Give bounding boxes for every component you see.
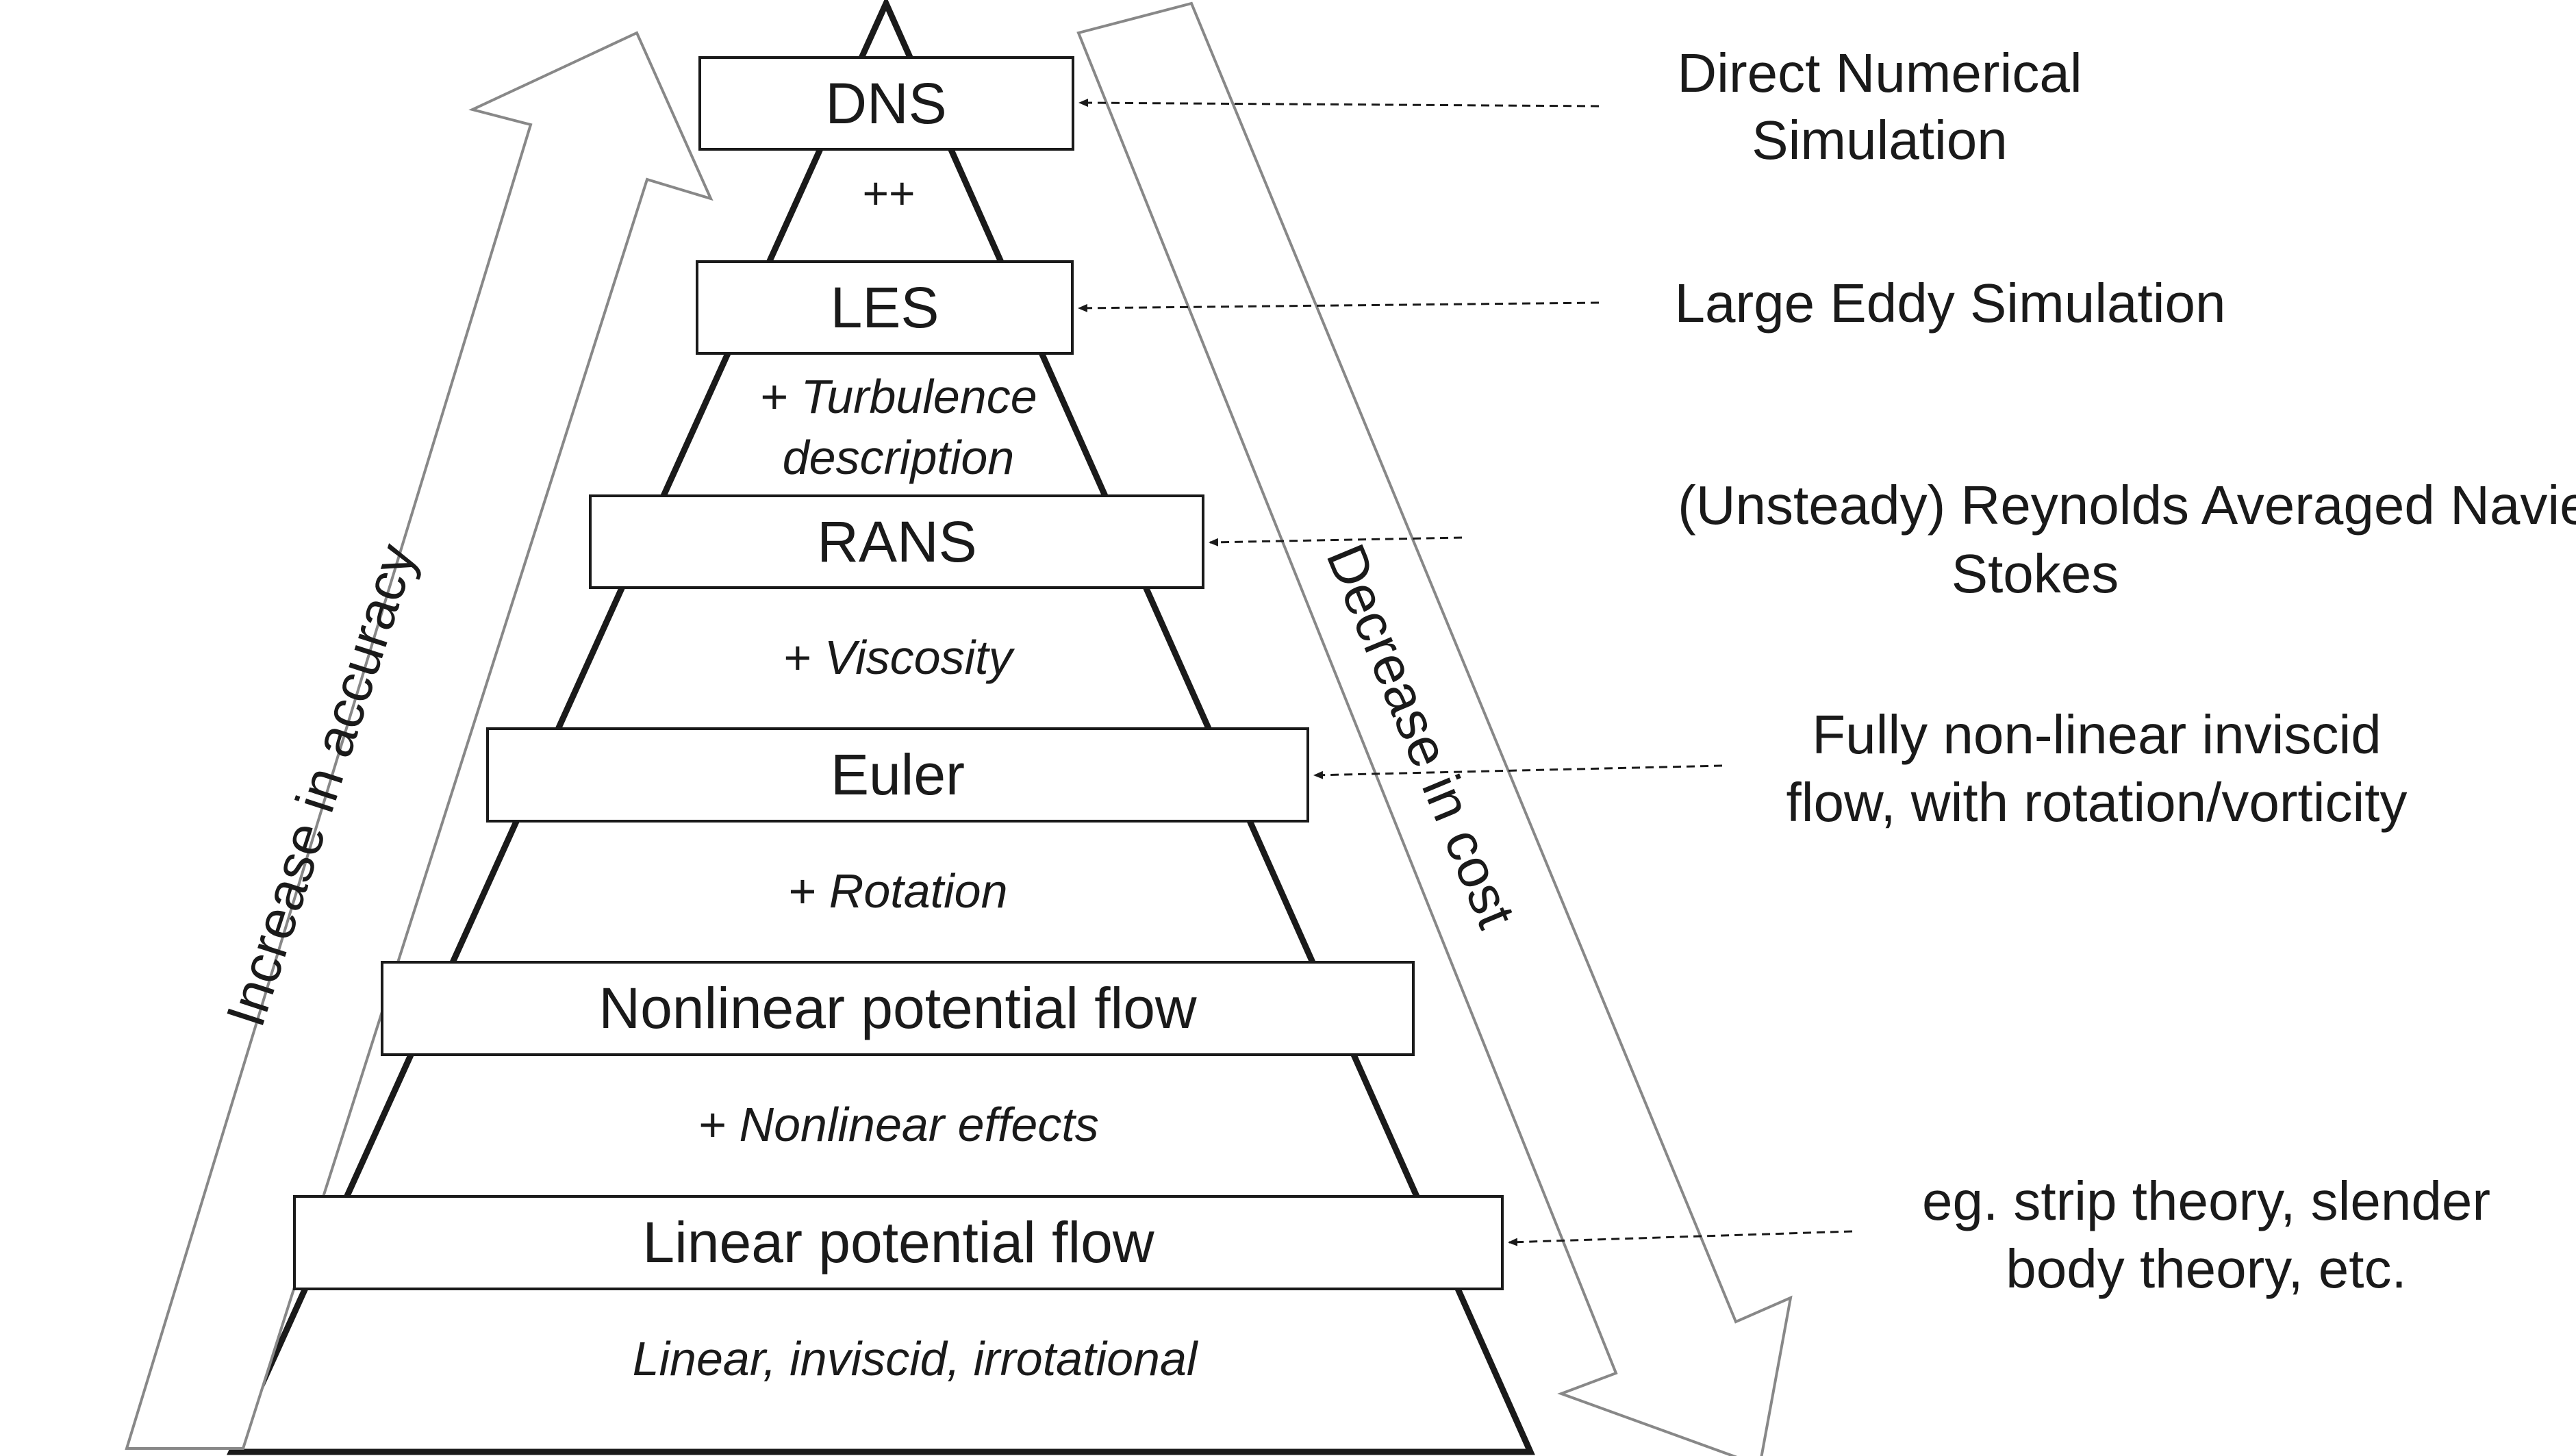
desc-linear-line2: body theory, etc. bbox=[2006, 1238, 2407, 1299]
connector-rans bbox=[1209, 536, 1463, 547]
desc-dns-line2: Simulation bbox=[1752, 110, 2008, 171]
desc-rans-line2: Stokes bbox=[1952, 543, 2119, 604]
level-nonlinear-potential-box bbox=[381, 961, 1415, 1056]
level-dns-box bbox=[698, 56, 1074, 151]
step-dns-les: ++ bbox=[862, 168, 915, 218]
step-viscosity: + Viscosity bbox=[783, 631, 1015, 684]
level-euler-label: Euler bbox=[831, 742, 965, 807]
level-dns-label: DNS bbox=[825, 71, 946, 136]
desc-euler-line2: flow, with rotation/vorticity bbox=[1786, 772, 2408, 833]
step-rotation: + Rotation bbox=[787, 864, 1007, 918]
level-les-label: LES bbox=[831, 275, 939, 340]
level-rans-label: RANS bbox=[817, 510, 976, 574]
desc-les: Large Eddy Simulation bbox=[1675, 273, 2226, 334]
desc-linear-line1: eg. strip theory, slender bbox=[1922, 1170, 2490, 1231]
level-rans-box bbox=[589, 494, 1204, 589]
level-linear-potential-box bbox=[293, 1195, 1504, 1290]
level-les: LES bbox=[696, 260, 1074, 355]
level-linear-potential-label: Linear potential flow bbox=[642, 1210, 1154, 1275]
desc-dns-line1: Direct Numerical bbox=[1677, 42, 2082, 103]
desc-rans-line1: (Unsteady) Reynolds Averaged Navier- bbox=[1678, 475, 2576, 536]
level-linear-potential: Linear potential flow bbox=[293, 1195, 1504, 1290]
step-nonlinear-effects: + Nonlinear effects bbox=[698, 1098, 1099, 1151]
step-base: Linear, inviscid, irrotational bbox=[633, 1332, 1199, 1385]
level-euler-box bbox=[486, 727, 1309, 823]
connector-linear bbox=[1508, 1230, 1853, 1246]
level-euler: Euler bbox=[486, 727, 1309, 823]
level-dns: DNS bbox=[698, 56, 1074, 151]
step-turbulence-line1: + Turbulence bbox=[759, 370, 1037, 423]
connector-les bbox=[1078, 301, 1600, 312]
level-les-box bbox=[696, 260, 1074, 355]
level-nonlinear-potential: Nonlinear potential flow bbox=[381, 961, 1415, 1056]
desc-euler-line1: Fully non-linear inviscid bbox=[1812, 704, 2381, 765]
connector-dns bbox=[1078, 99, 1600, 108]
cost-arrow bbox=[1076, 1, 1793, 1456]
level-nonlinear-potential-label: Nonlinear potential flow bbox=[598, 976, 1197, 1040]
step-turbulence-line2: description bbox=[783, 431, 1015, 484]
level-rans: RANS bbox=[589, 494, 1204, 589]
